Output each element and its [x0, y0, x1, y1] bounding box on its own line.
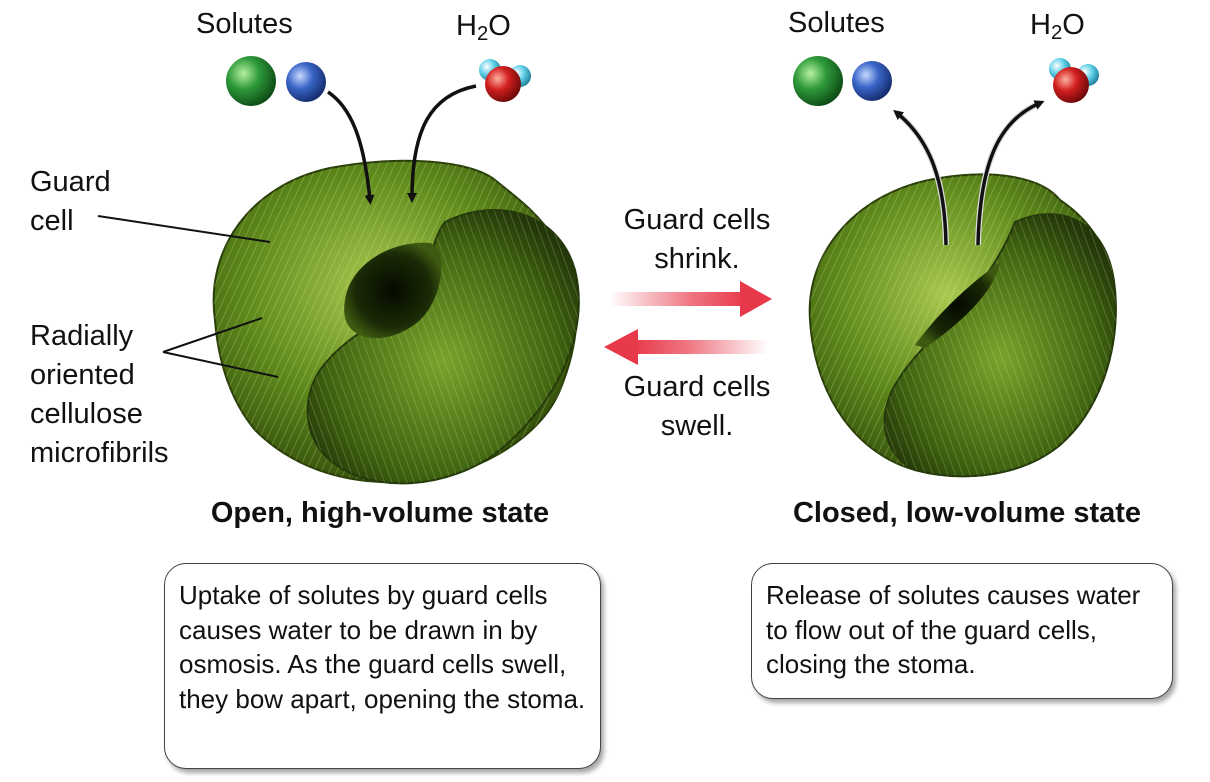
guard-cell-leader-line	[97, 215, 271, 243]
water-molecule-right	[1049, 58, 1099, 103]
solutes-label-left: Solutes	[196, 8, 293, 40]
release-arrow-solutes-stroke	[893, 109, 948, 246]
solute-green-sphere-right	[793, 56, 843, 106]
stoma-pore-closed	[915, 262, 1000, 348]
guard-cell-label: Guard cell	[30, 166, 111, 237]
microfibril-leader-line-1	[162, 317, 263, 353]
uptake-arrow-solutes	[327, 90, 375, 205]
guard-cell-pair-open	[212, 159, 580, 485]
water-molecule-left	[479, 59, 531, 102]
solute-blue-sphere-right	[852, 61, 892, 101]
stoma-pore-open	[344, 242, 442, 339]
solutes-label-right: Solutes	[788, 7, 885, 39]
solute-blue-sphere-left	[286, 62, 326, 102]
water-label-right: H2O	[1030, 9, 1085, 45]
water-label-left: H2O	[456, 10, 511, 46]
swell-label: Guard cells swell.	[623, 371, 771, 442]
guard-cell-pair-closed	[808, 173, 1117, 478]
shrink-label: Guard cells shrink.	[623, 204, 771, 275]
process-arrow-swell	[604, 329, 768, 365]
release-arrow-water-stroke	[976, 100, 1045, 246]
microfibril-label: Radially oriented cellulose microfibrils	[30, 320, 169, 469]
process-arrow-shrink	[610, 281, 772, 317]
uptake-arrow-water	[407, 84, 477, 203]
solute-green-sphere-left	[226, 56, 276, 106]
open-state-title: Open, high-volume state	[210, 497, 550, 529]
closed-state-title: Closed, low-volume state	[792, 497, 1142, 529]
open-state-caption: Uptake of solutes by guard cells causes …	[164, 563, 601, 769]
microfibril-leader-line-2	[162, 351, 279, 378]
closed-state-caption: Release of solutes causes water to flow …	[751, 563, 1173, 699]
